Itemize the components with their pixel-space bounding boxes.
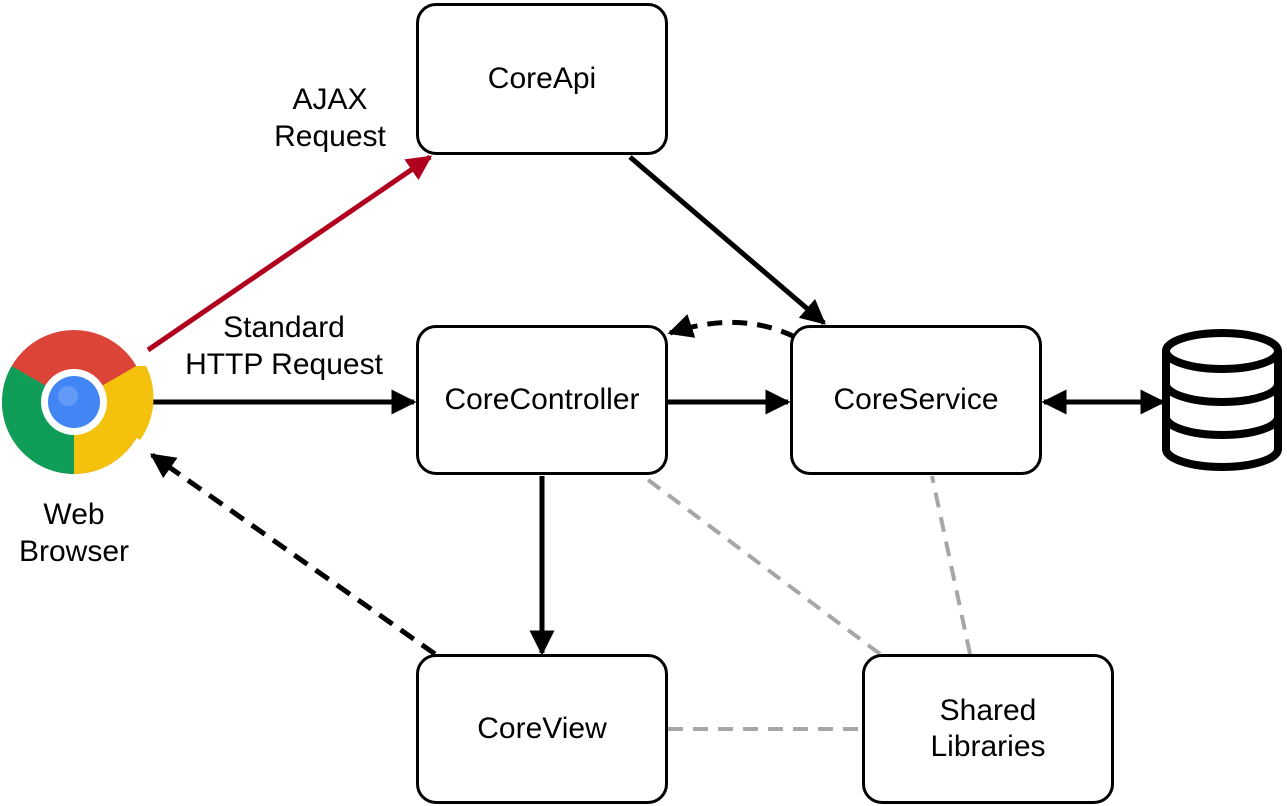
shared-libraries-label: Shared Libraries [930,694,1046,763]
service-to-controller-return-arrow [667,314,797,340]
core-controller-node: CoreController [416,325,668,475]
ajax-request-label: AJAX Request [274,83,386,153]
shared-libraries-node: Shared Libraries [862,654,1114,804]
standard-http-request-label: Standard HTTP Request [185,311,383,381]
api-to-service-arrow [628,155,826,325]
core-service-label: CoreService [833,383,999,416]
core-view-node: CoreView [416,654,668,804]
web-browser-label: Web Browser [18,498,130,568]
core-view-label: CoreView [477,712,607,745]
shared-to-controller-link [641,474,882,656]
chrome-browser-icon [1,330,154,474]
view-to-browser-arrow [149,452,437,657]
core-service-node: CoreService [790,325,1042,475]
core-api-label: CoreApi [487,62,597,95]
database-icon [1162,329,1282,471]
core-controller-label: CoreController [444,383,640,416]
shared-to-service-link [930,475,972,655]
ajax-request-arrow [146,154,433,353]
core-api-node: CoreApi [416,3,668,155]
